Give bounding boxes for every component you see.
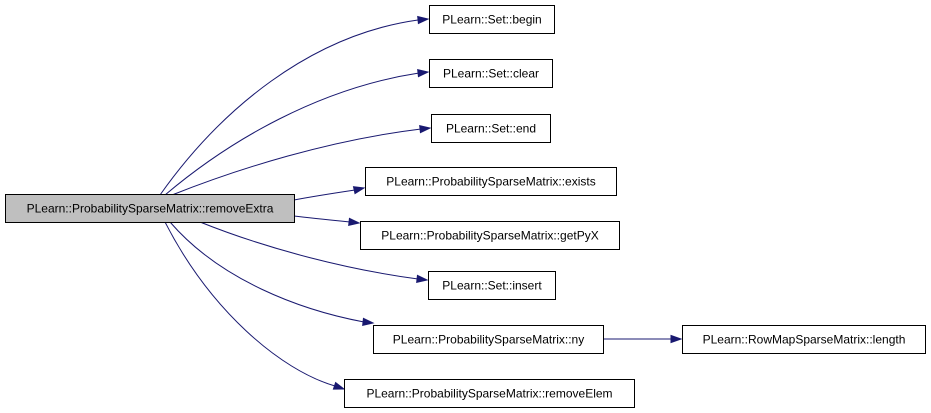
node-label: PLearn::Set::clear xyxy=(443,67,539,81)
node-label: PLearn::RowMapSparseMatrix::length xyxy=(703,333,906,347)
nodes-layer: PLearn::ProbabilitySparseMatrix::removeE… xyxy=(5,5,926,408)
node-box xyxy=(365,167,617,196)
edge-line xyxy=(199,221,419,280)
node-box xyxy=(429,5,555,34)
node-box xyxy=(431,114,551,143)
node-root[interactable]: PLearn::ProbabilitySparseMatrix::removeE… xyxy=(5,194,295,223)
edge-line xyxy=(159,19,419,196)
node-box xyxy=(344,379,635,408)
edge-line xyxy=(171,128,422,196)
node-psm-exists[interactable]: PLearn::ProbabilitySparseMatrix::exists xyxy=(365,167,617,196)
edge-root-to-psm-ny xyxy=(169,221,375,327)
node-box xyxy=(5,194,295,223)
arrowhead xyxy=(670,334,683,344)
edge-line xyxy=(164,221,336,387)
node-set-end[interactable]: PLearn::Set::end xyxy=(431,114,551,143)
edges-layer xyxy=(159,15,683,390)
arrowhead xyxy=(419,124,432,134)
node-psm-removeelem[interactable]: PLearn::ProbabilitySparseMatrix::removeE… xyxy=(344,379,635,408)
node-set-begin[interactable]: PLearn::Set::begin xyxy=(429,5,555,34)
edge-line xyxy=(169,221,365,323)
node-box xyxy=(429,59,553,88)
edge-root-to-set-begin xyxy=(159,15,430,196)
node-box xyxy=(428,271,556,300)
node-label: PLearn::Set::begin xyxy=(442,13,541,27)
node-set-insert[interactable]: PLearn::Set::insert xyxy=(428,271,556,300)
node-set-clear[interactable]: PLearn::Set::clear xyxy=(429,59,553,88)
node-psm-ny[interactable]: PLearn::ProbabilitySparseMatrix::ny xyxy=(373,325,604,354)
edge-root-to-set-end xyxy=(171,124,432,196)
node-label: PLearn::Set::insert xyxy=(442,279,542,293)
node-label: PLearn::ProbabilitySparseMatrix::exists xyxy=(386,175,595,189)
edge-line xyxy=(293,215,351,223)
arrowhead xyxy=(417,68,430,78)
node-box xyxy=(682,325,926,354)
arrowhead xyxy=(416,274,429,284)
edge-root-to-psm-removeelem xyxy=(164,221,346,390)
edge-psm-ny-to-rmsm-length xyxy=(603,334,683,344)
node-label: PLearn::Set::end xyxy=(446,122,536,136)
node-psm-getpyx[interactable]: PLearn::ProbabilitySparseMatrix::getPyX xyxy=(360,221,620,250)
edge-line xyxy=(293,189,356,201)
edge-root-to-set-clear xyxy=(164,68,430,196)
edge-root-to-set-insert xyxy=(199,221,429,284)
node-box xyxy=(360,221,620,250)
node-rmsm-length[interactable]: PLearn::RowMapSparseMatrix::length xyxy=(682,325,926,354)
arrowhead xyxy=(348,217,361,227)
node-label: PLearn::ProbabilitySparseMatrix::ny xyxy=(393,333,584,347)
node-label: PLearn::ProbabilitySparseMatrix::getPyX xyxy=(381,229,598,243)
arrowhead xyxy=(417,15,430,25)
node-box xyxy=(373,325,604,354)
arrowhead xyxy=(332,381,346,390)
arrowhead xyxy=(362,317,375,327)
node-label: PLearn::ProbabilitySparseMatrix::removeE… xyxy=(27,202,274,216)
edge-line xyxy=(164,72,420,196)
node-label: PLearn::ProbabilitySparseMatrix::removeE… xyxy=(366,387,612,401)
edge-root-to-psm-getpyx xyxy=(293,215,361,227)
arrowhead xyxy=(352,186,366,195)
edge-root-to-psm-exists xyxy=(293,186,366,201)
